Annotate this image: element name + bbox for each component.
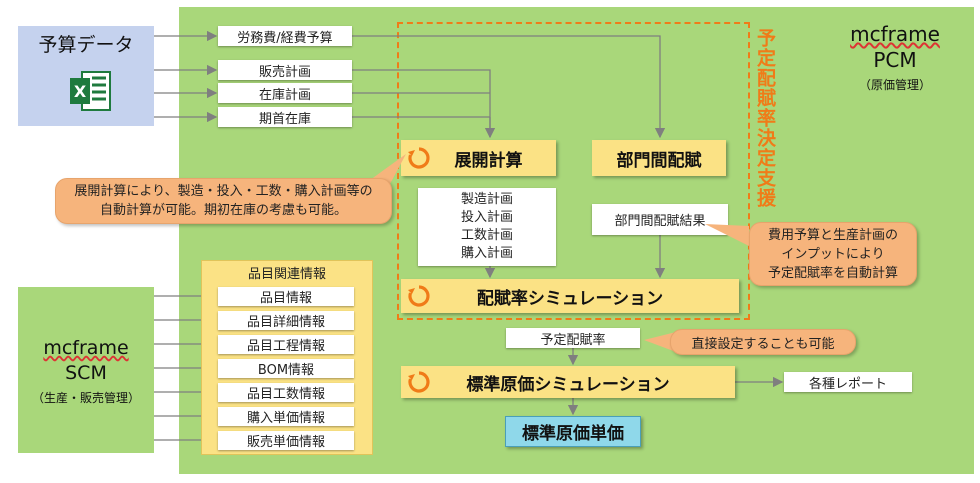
cycle-icon	[408, 285, 430, 307]
node-bumon-allocation: 部門間配賦	[592, 140, 726, 176]
callout-tenkai-line1: 展開計算により、製造・投入・工数・購入計画等の	[74, 184, 373, 199]
scm-subtitle: （生産・販売管理）	[31, 391, 140, 405]
budget-data-title: 予算データ	[38, 34, 134, 56]
scm-product: SCM	[65, 362, 107, 384]
item-info: 品目情報	[218, 287, 354, 306]
input-labor-expense-budget: 労務費/経費予算	[218, 26, 352, 46]
output-manufacturing-plan: 製造計画	[460, 192, 513, 207]
bumon-result-box: 部門間配賦結果	[592, 204, 728, 235]
input-sales-plan: 販売計画	[218, 60, 352, 80]
node-rate-simulation-label: 配賦率シミュレーション	[476, 288, 664, 309]
pcm-product: PCM	[873, 48, 917, 72]
purchase-price-info: 購入単価情報	[218, 407, 354, 426]
callout-rate-line3: 予定配賦率を自動計算	[767, 265, 898, 281]
reports-box: 各種レポート	[784, 372, 912, 392]
scm-box: mcframe SCM （生産・販売管理）	[18, 287, 154, 453]
node-standard-cost-simulation-label: 標準原価シミュレーション	[466, 374, 670, 395]
item-info-group-header: 品目関連情報	[247, 267, 326, 282]
callout-right-pointer	[705, 224, 749, 246]
callout-rate-line2: インプットにより	[781, 246, 885, 262]
input-inventory-plan: 在庫計画	[218, 83, 352, 103]
node-tenkai-label: 展開計算	[454, 150, 523, 171]
output-purchase-plan: 購入計画	[460, 246, 513, 261]
callout-direct-pointer	[644, 332, 676, 352]
dashed-region-label: 予定配賦率決定支援	[754, 28, 776, 208]
node-standard-cost-simulation: 標準原価シミュレーション	[401, 366, 735, 398]
callout-direct-note: 直接設定することも可能	[670, 329, 856, 355]
input-opening-inventory: 期首在庫	[218, 107, 352, 127]
node-rate-simulation: 配賦率シミュレーション	[401, 279, 739, 313]
bom-info: BOM情報	[218, 359, 354, 378]
planned-rate-box: 予定配賦率	[506, 328, 640, 348]
item-manhour-info: 品目工数情報	[218, 383, 354, 402]
item-detail-info: 品目詳細情報	[218, 311, 354, 330]
budget-data-box: 予算データ X	[18, 26, 154, 126]
sales-price-info: 販売単価情報	[218, 431, 354, 450]
item-process-info: 品目工程情報	[218, 335, 354, 354]
cycle-icon	[408, 371, 430, 393]
pcm-title: mcframe	[850, 22, 940, 46]
excel-icon: X	[68, 70, 112, 112]
tenkai-outputs-box: 製造計画 投入計画 工数計画 購入計画	[418, 188, 556, 266]
output-input-plan: 投入計画	[460, 210, 513, 225]
standard-cost-unit-price: 標準原価単価	[505, 416, 641, 447]
callout-rate-line1: 費用予算と生産計画の	[767, 227, 898, 243]
callout-rate-note: 費用予算と生産計画の インプットにより 予定配賦率を自動計算	[749, 222, 917, 286]
pcm-subtitle: （原価管理）	[858, 78, 931, 92]
dashed-support-region	[397, 22, 750, 320]
cycle-icon	[408, 147, 430, 169]
scm-title: mcframe	[43, 337, 129, 359]
svg-text:X: X	[74, 82, 87, 101]
output-manhour-plan: 工数計画	[460, 228, 513, 243]
node-bumon-label: 部門間配賦	[616, 150, 702, 171]
callout-tenkai-line2: 自動計算が可能。期初在庫の考慮も可能。	[99, 203, 347, 218]
callout-tenkai-note: 展開計算により、製造・投入・工数・購入計画等の 自動計算が可能。期初在庫の考慮も…	[55, 178, 392, 224]
callout-left-pointer	[370, 154, 406, 184]
